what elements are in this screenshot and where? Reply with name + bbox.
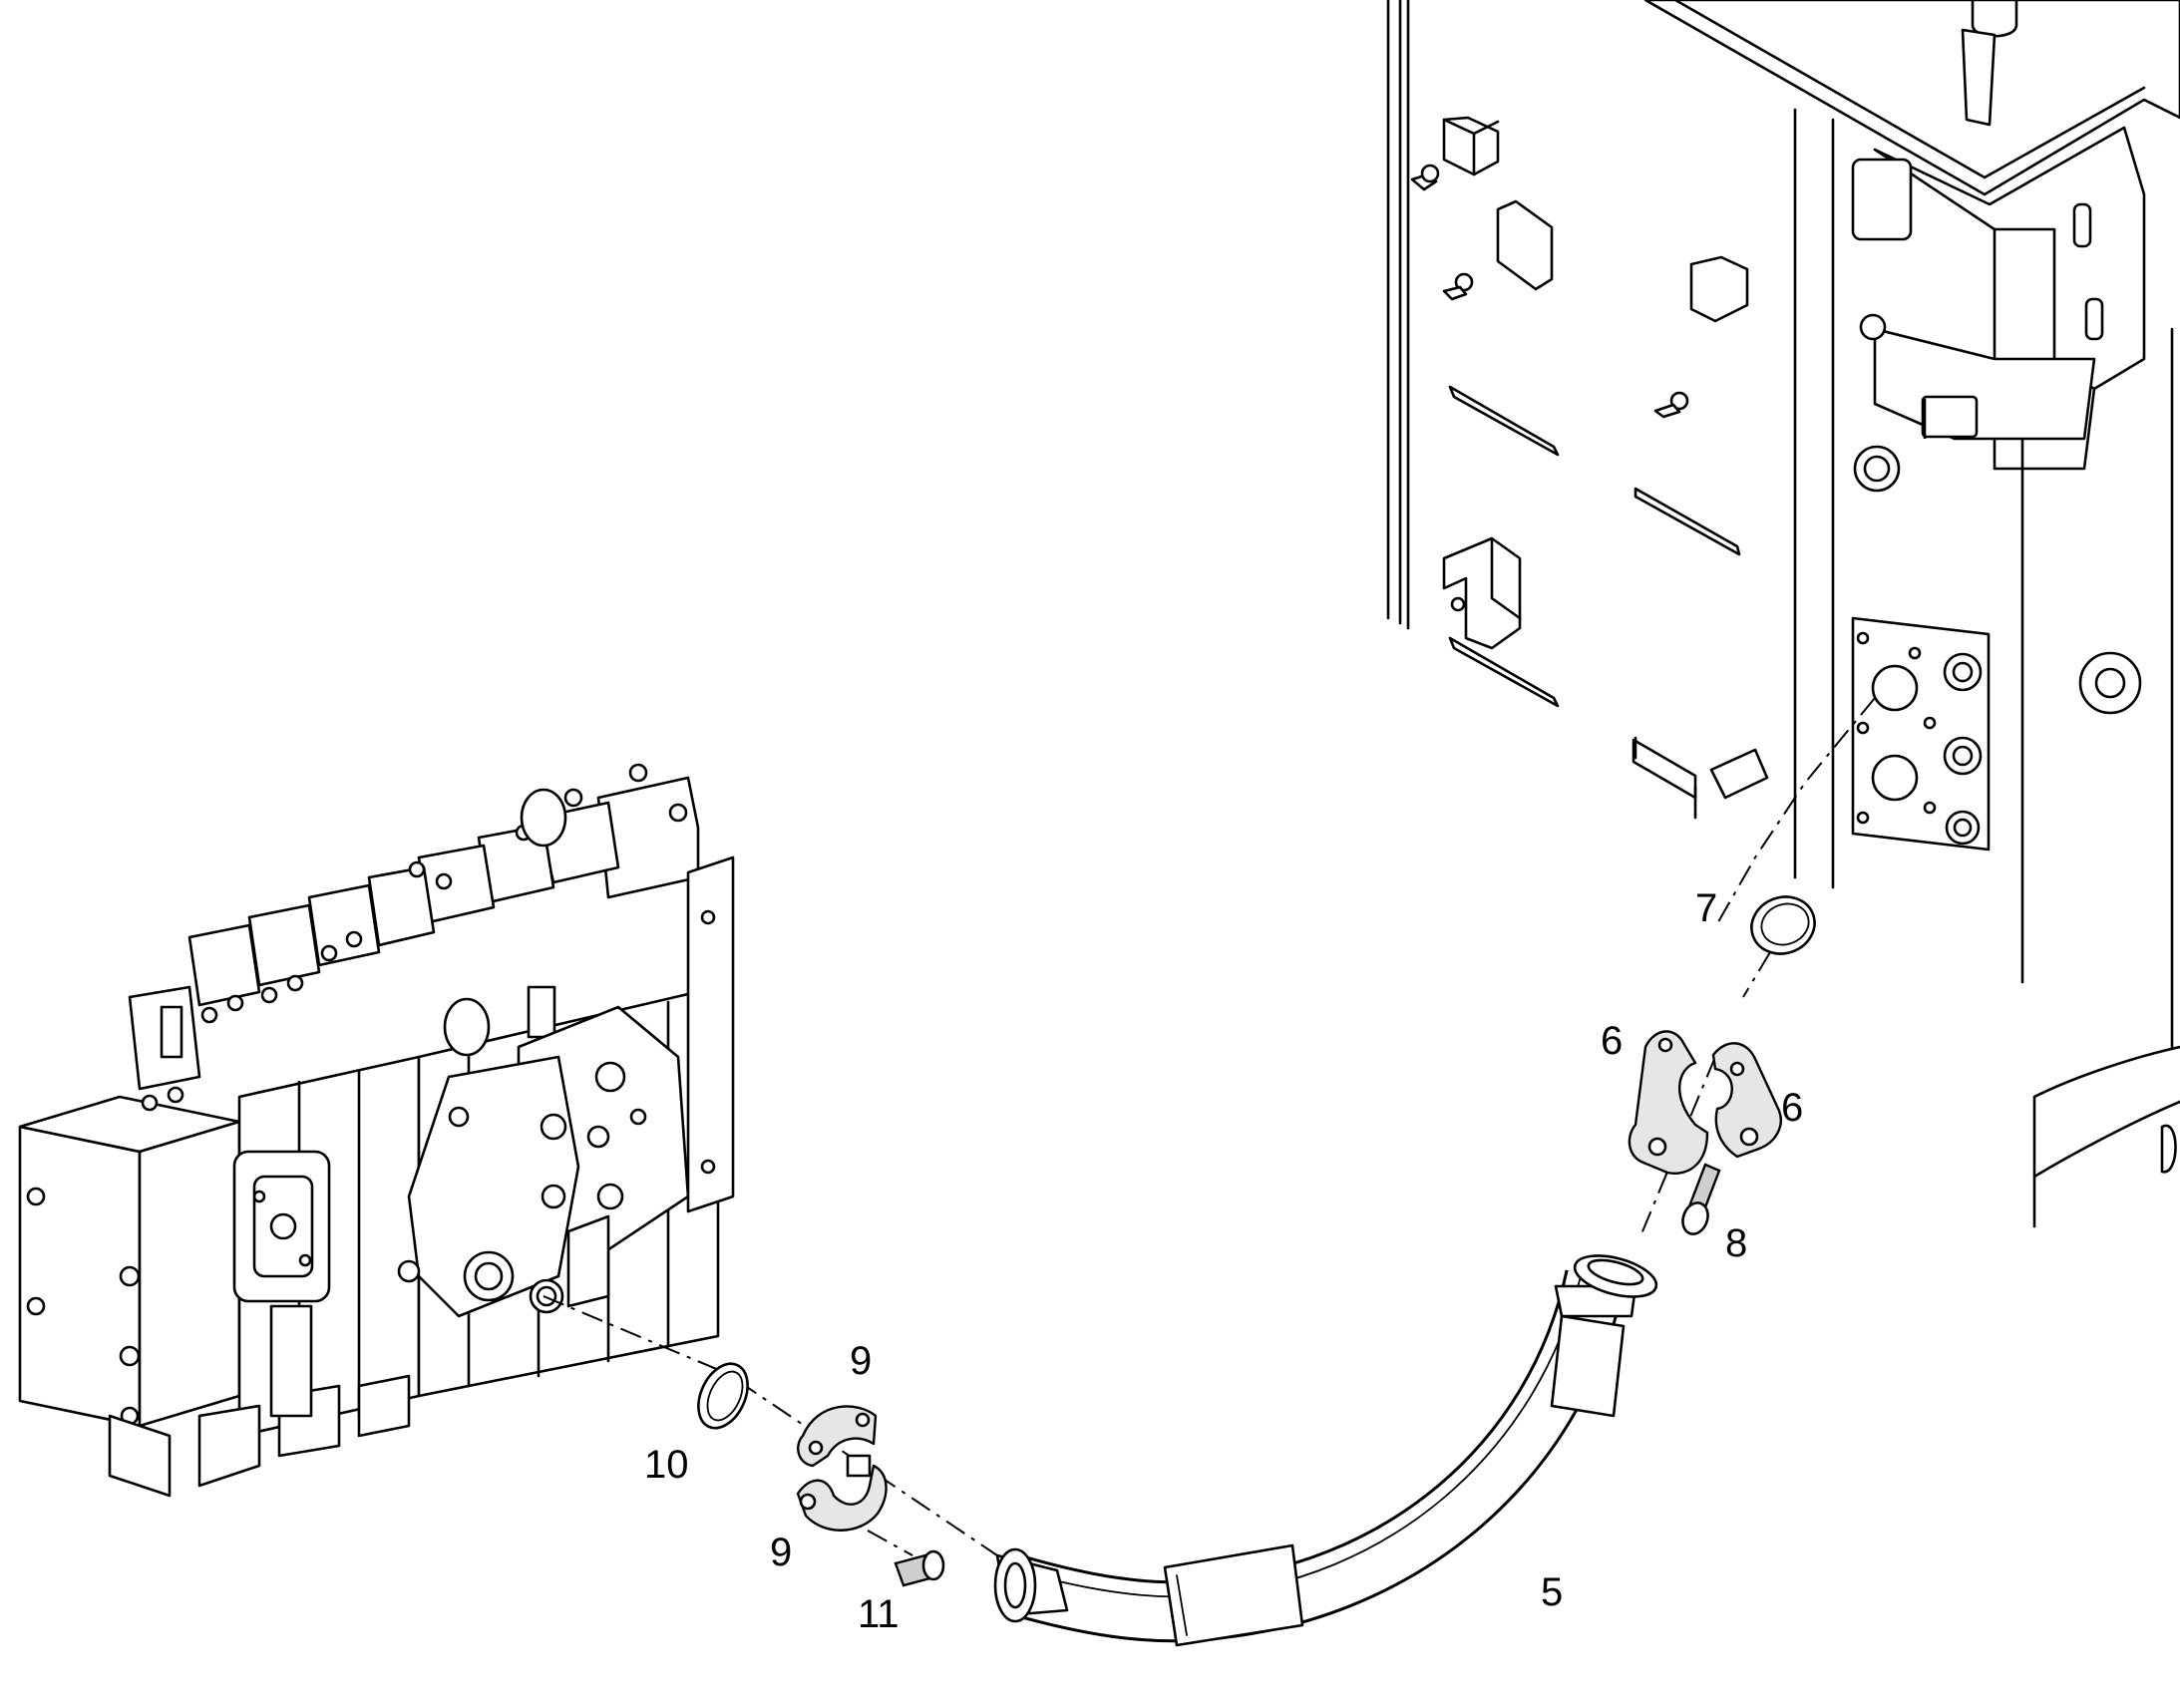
block-pad: [1921, 395, 1979, 439]
flange-half-left: [1628, 1030, 1709, 1175]
callout-screw-upper: 8: [1725, 1221, 1747, 1265]
o-ring-lower: [697, 1362, 749, 1430]
hose-assembly: [993, 1254, 1658, 1647]
screw-upper: [1681, 1163, 1721, 1235]
callout-labels: 5 6 6 7 8 9 9 10 11: [644, 886, 1803, 1636]
callout-screw-lower: 11: [858, 1592, 900, 1636]
control-valve-block: [18, 763, 735, 1498]
clamp-half-upper: [797, 1405, 878, 1468]
callout-o-ring-upper: 7: [1695, 886, 1717, 930]
callout-clamp-lower: 9: [770, 1531, 792, 1574]
callout-clamp-upper: 9: [850, 1339, 872, 1383]
screw-lower: [894, 1549, 945, 1587]
callout-o-ring-lower: 10: [644, 1443, 689, 1487]
chassis-frame: [1386, 0, 2180, 1228]
o-ring-upper: [1750, 895, 1816, 955]
callout-hose: 5: [1541, 1570, 1563, 1614]
flange-half-right: [1711, 1042, 1782, 1159]
clamp-half-lower: [796, 1454, 888, 1532]
port-block: [1851, 616, 1991, 852]
callout-flange-left: 6: [1601, 1019, 1623, 1063]
callout-flange-right: 6: [1781, 1086, 1803, 1130]
frame-pads: [1410, 116, 1927, 820]
